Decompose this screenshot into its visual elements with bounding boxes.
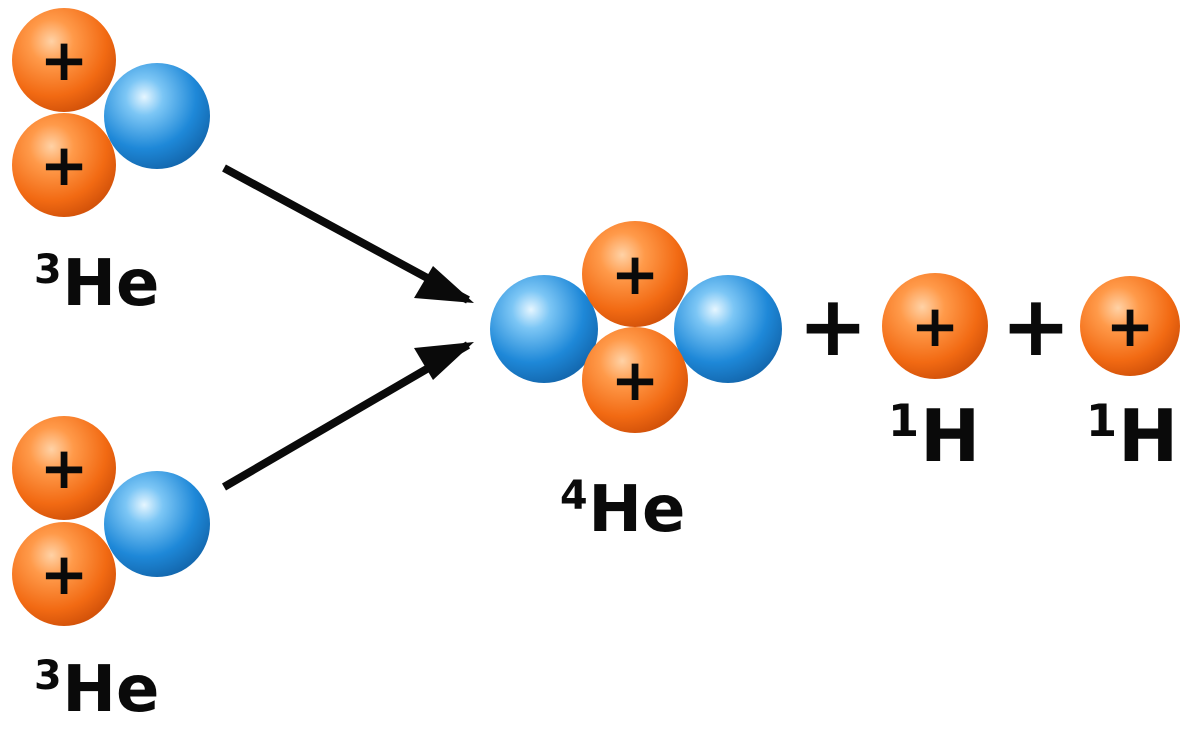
proton-sphere-icon [882,273,988,379]
proton-sphere-icon [1080,276,1180,376]
label-product-hydrogen-second: 1H [1086,399,1178,472]
reaction-arrow-top-icon [222,164,474,304]
mass-number: 3 [34,247,62,294]
plus-operator: + [798,277,868,375]
neutron-sphere-icon [104,471,210,577]
mass-number: 1 [888,395,920,448]
neutron-sphere-icon [104,63,210,169]
proton-charge-symbol: + [40,434,89,502]
proton-charge-symbol: + [611,346,660,414]
proton-sphere-icon [12,113,116,217]
label-reactant-bottom: 3He [34,656,159,722]
helium-3-nucleus-top: + + [12,8,210,217]
proton-charge-symbol: + [40,540,89,608]
proton-sphere-icon [12,522,116,626]
proton-sphere-icon [12,8,116,112]
hydrogen-1-nucleus-first: + [882,273,988,379]
label-reactant-top: 3He [34,250,159,316]
proton-sphere-icon [582,221,688,327]
element-symbol: H [919,394,981,478]
reaction-arrow-bottom-icon [221,341,474,491]
proton-charge-symbol: + [40,26,89,94]
plus-operator: + [1001,277,1071,375]
proton-charge-symbol: + [611,240,660,308]
helium-3-nucleus-bottom: + + [12,416,210,626]
element-symbol: He [62,653,160,727]
element-symbol: H [1117,394,1179,478]
hydrogen-1-nucleus-second: + [1080,276,1180,376]
element-symbol: He [588,473,686,547]
mass-number: 1 [1086,395,1118,448]
neutron-sphere-icon [674,275,782,383]
mass-number: 4 [560,473,588,520]
label-product-hydrogen-first: 1H [888,399,980,472]
neutron-sphere-icon [490,275,598,383]
label-product-helium: 4He [560,476,685,542]
helium-4-nucleus: + + [490,221,782,433]
proton-charge-symbol: + [40,131,89,199]
proton-charge-symbol: + [911,292,960,360]
proton-charge-symbol: + [1106,292,1155,360]
element-symbol: He [62,247,160,321]
mass-number: 3 [34,653,62,700]
proton-sphere-icon [582,327,688,433]
proton-sphere-icon [12,416,116,520]
